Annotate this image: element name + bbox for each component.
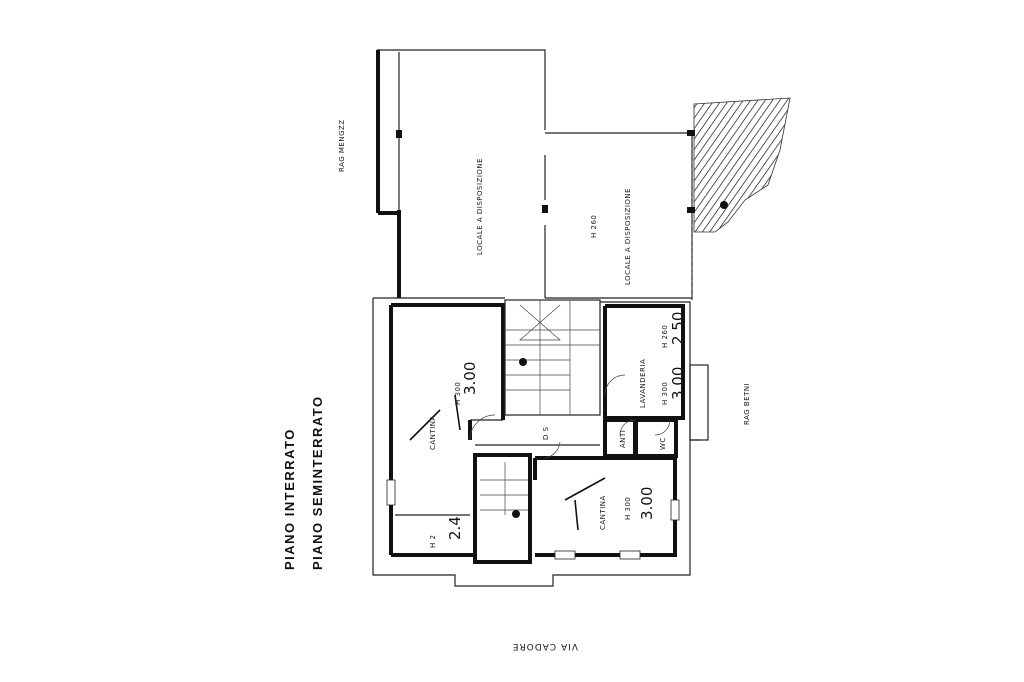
lower-walls: [389, 303, 685, 564]
hand-marks: [409, 394, 606, 531]
lavanderia-label: LAVANDERIA: [639, 359, 647, 408]
locale-left-walls: [376, 49, 548, 298]
door-swings: [469, 374, 671, 459]
neighbour-right-label: RAG BETNI: [743, 383, 751, 425]
stairs: [480, 299, 601, 518]
lavanderia-height-bottom: H 300: [661, 382, 669, 405]
title-line-1: PIANO INTERRATO: [282, 428, 297, 570]
street-label: VIA CADORE: [512, 641, 578, 651]
window-marks: [386, 479, 680, 560]
ds-label: D S: [542, 426, 550, 440]
lower-outer-boundary: [372, 297, 709, 587]
lavanderia-hand-top: 2.50: [669, 312, 687, 345]
terrain-marker: [720, 201, 728, 209]
lavanderia-height-top: H 260: [661, 325, 669, 348]
cantina-left-label: CANTINA: [429, 415, 437, 450]
locale-left-label: LOCALE A DISPOSIZIONE: [476, 158, 484, 255]
locale-right-walls: [545, 130, 695, 300]
small-room-hand: 2.4: [446, 516, 464, 540]
cantina-right-height: H 300: [624, 497, 632, 520]
cantina-right-label: CANTINA: [599, 495, 607, 530]
cantina-left-height: H 300: [454, 382, 462, 405]
locale-right-height: H 260: [590, 215, 598, 238]
cantina-right-hand: 3.00: [638, 487, 656, 520]
small-room-label: H 2: [429, 535, 437, 548]
locale-right-label: LOCALE A DISPOSIZIONE: [624, 188, 632, 285]
anti-label: ANTI: [619, 430, 627, 448]
terrain-hatch: [693, 97, 791, 233]
neighbour-left-label: RAG MENGZZ: [338, 119, 346, 172]
title-line-2: PIANO SEMINTERRATO: [310, 395, 325, 570]
cantina-left-hand: 3.00: [461, 362, 479, 395]
wc-label: WC: [659, 437, 667, 450]
lavanderia-hand-bottom: 3.00: [669, 367, 687, 400]
